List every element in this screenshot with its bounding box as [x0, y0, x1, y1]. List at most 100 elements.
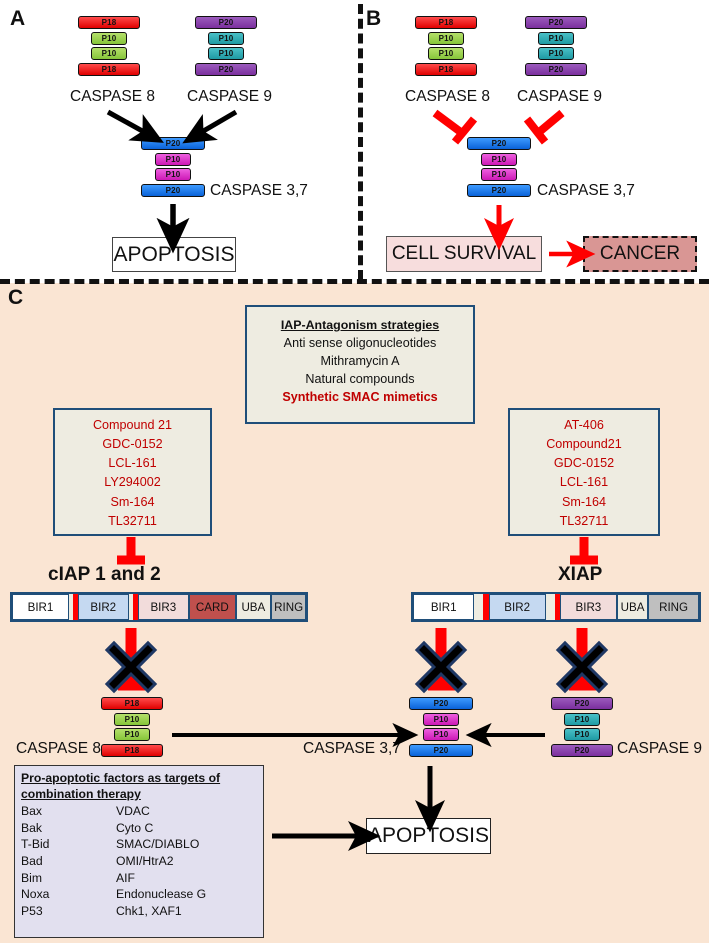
subunit-p20: P20 [467, 137, 531, 150]
caspase-8-complex-b: P18 P10 P10 P18 [415, 16, 477, 78]
caspase-8-label-b: CASPASE 8 [405, 88, 491, 105]
subunit-p18: P18 [101, 697, 163, 710]
left-compound-0: Compound 21 [92, 418, 173, 432]
subunit-p20: P20 [141, 184, 205, 197]
pro-apoptotic-cell-4-0: Bim [21, 870, 42, 885]
subunit-p10: P10 [155, 168, 191, 181]
xiap-linker-2 [483, 594, 489, 620]
subunit-p10: P10 [564, 728, 600, 741]
caspase-9-label-b: CASPASE 9 [517, 88, 603, 105]
subunit-p10: P10 [428, 32, 464, 45]
xiap-domain-bir3: BIR3 [559, 594, 617, 620]
xiap-protein-name: XIAP [558, 564, 603, 585]
xiap-domain-ring: RING [648, 594, 699, 620]
subunit-p10: P10 [114, 728, 150, 741]
ciap-linker-4 [128, 594, 134, 620]
apoptosis-box-c: APOPTOSIS [366, 818, 491, 854]
caspase-9-complex-b: P20 P10 P10 P20 [525, 16, 587, 78]
pro-apoptotic-cell-3-0: Bad [21, 853, 43, 868]
caspase-8-label-a: CASPASE 8 [70, 88, 156, 105]
left-compound-1: GDC-0152 [102, 437, 163, 452]
ciap-protein-name: cIAP 1 and 2 [48, 564, 161, 585]
panel-divider-horizontal [0, 279, 709, 284]
caspase-37-complex-c: P20 P10 P10 P20 [409, 697, 473, 759]
subunit-p10: P10 [208, 47, 244, 60]
subunit-p20: P20 [551, 697, 613, 710]
caspase-8-complex-c: P18 P10 P10 P18 [101, 697, 163, 759]
right-compound-1: Compound21 [546, 437, 622, 452]
subunit-p10: P10 [114, 713, 150, 726]
caspase-37-complex-b: P20 P10 P10 P20 [467, 137, 531, 199]
subunit-p20: P20 [141, 137, 205, 150]
subunit-p18: P18 [415, 63, 477, 76]
ciap-domain-bir3: BIR3 [137, 594, 190, 620]
right-compound-0: AT-406 [564, 418, 604, 432]
subunit-p10: P10 [428, 47, 464, 60]
pro-apoptotic-factors-box: Pro-apoptotic factors as targets of comb… [14, 765, 264, 938]
cell-survival-box: CELL SURVIVAL [386, 236, 542, 272]
subunit-p10: P10 [538, 32, 574, 45]
right-compound-3: LCL-161 [559, 475, 609, 490]
caspase-37-label-c: CASPASE 3,7 [303, 740, 401, 757]
iap-strategy-item-0: Anti sense oligonucleotides [283, 336, 437, 350]
subunit-p18: P18 [415, 16, 477, 29]
subunit-p10: P10 [538, 47, 574, 60]
subunit-p20: P20 [409, 697, 473, 710]
caspase-37-complex-a: P20 P10 P10 P20 [141, 137, 205, 199]
subunit-p20: P20 [195, 63, 257, 76]
iap-strategy-item-1: Mithramycin A [320, 354, 400, 368]
xiap-linker-5 [554, 594, 560, 620]
ciap-domain-bir2: BIR2 [77, 594, 129, 620]
pro-apoptotic-cell-2-1: SMAC/DIABLO [116, 837, 200, 852]
pro-apoptotic-cell-6-0: P53 [21, 903, 43, 918]
right-compound-5: TL32711 [559, 513, 609, 528]
subunit-p18: P18 [101, 744, 163, 757]
pro-apoptotic-cell-0-1: VDAC [116, 804, 150, 819]
subunit-p10: P10 [481, 168, 517, 181]
pro-apoptotic-cell-6-1: Chk1, XAF1 [116, 903, 182, 918]
ciap-inhibitor-compound-box: Compound 21 GDC-0152 LCL-161 LY294002 Sm… [53, 408, 212, 536]
caspase-8-complex-a: P18 P10 P10 P18 [78, 16, 140, 78]
pro-apoptotic-cell-5-0: Noxa [21, 887, 50, 902]
ciap-linker-1 [68, 594, 74, 620]
ciap-domain-uba: UBA [235, 594, 272, 620]
left-compound-4: Sm-164 [110, 494, 155, 509]
caspase-8-label-c: CASPASE 8 [16, 740, 102, 757]
right-compound-2: GDC-0152 [553, 456, 615, 471]
xiap-linker-1 [474, 594, 484, 620]
subunit-p10: P10 [91, 32, 127, 45]
xiap-domain-bir2: BIR2 [488, 594, 546, 620]
right-compound-4: Sm-164 [561, 494, 607, 509]
xiap-domain-uba: UBA [616, 594, 649, 620]
subunit-p10: P10 [423, 713, 459, 726]
ciap-linker-5 [133, 594, 138, 620]
pro-apoptotic-cell-1-0: Bak [21, 820, 43, 835]
subunit-p18: P18 [78, 63, 140, 76]
pro-apoptotic-cell-3-1: OMI/HtrA2 [116, 853, 174, 868]
iap-antagonism-strategies-box: IAP-Antagonism strategies Anti sense oli… [245, 305, 475, 424]
subunit-p10: P10 [208, 32, 244, 45]
panel-divider-vertical [358, 4, 363, 280]
pro-apoptotic-title-line2: combination therapy [21, 787, 141, 802]
xiap-linker-4 [545, 594, 555, 620]
caspase-9-complex-a: P20 P10 P10 P20 [195, 16, 257, 78]
pro-apoptotic-cell-4-1: AIF [116, 870, 135, 885]
pro-apoptotic-cell-0-0: Bax [21, 804, 43, 819]
caspase-9-label-a: CASPASE 9 [187, 88, 273, 105]
subunit-p10: P10 [91, 47, 127, 60]
subunit-p20: P20 [525, 63, 587, 76]
iap-strategy-item-3: Synthetic SMAC mimetics [282, 390, 438, 404]
pro-apoptotic-cell-1-1: Cyto C [116, 820, 154, 835]
caspase-37-label-b: CASPASE 3,7 [537, 182, 635, 199]
pro-apoptotic-cell-2-0: T-Bid [21, 837, 50, 852]
panel-label-b: B [366, 7, 382, 30]
iap-strategies-title: IAP-Antagonism strategies [280, 318, 440, 332]
subunit-p20: P20 [195, 16, 257, 29]
panel-label-c: C [8, 286, 24, 309]
cancer-box: CANCER [583, 236, 697, 272]
pro-apoptotic-title-line1: Pro-apoptotic factors as targets of [21, 771, 221, 785]
iap-strategy-item-2: Natural compounds [305, 372, 415, 386]
apoptosis-box-a: APOPTOSIS [112, 237, 236, 272]
